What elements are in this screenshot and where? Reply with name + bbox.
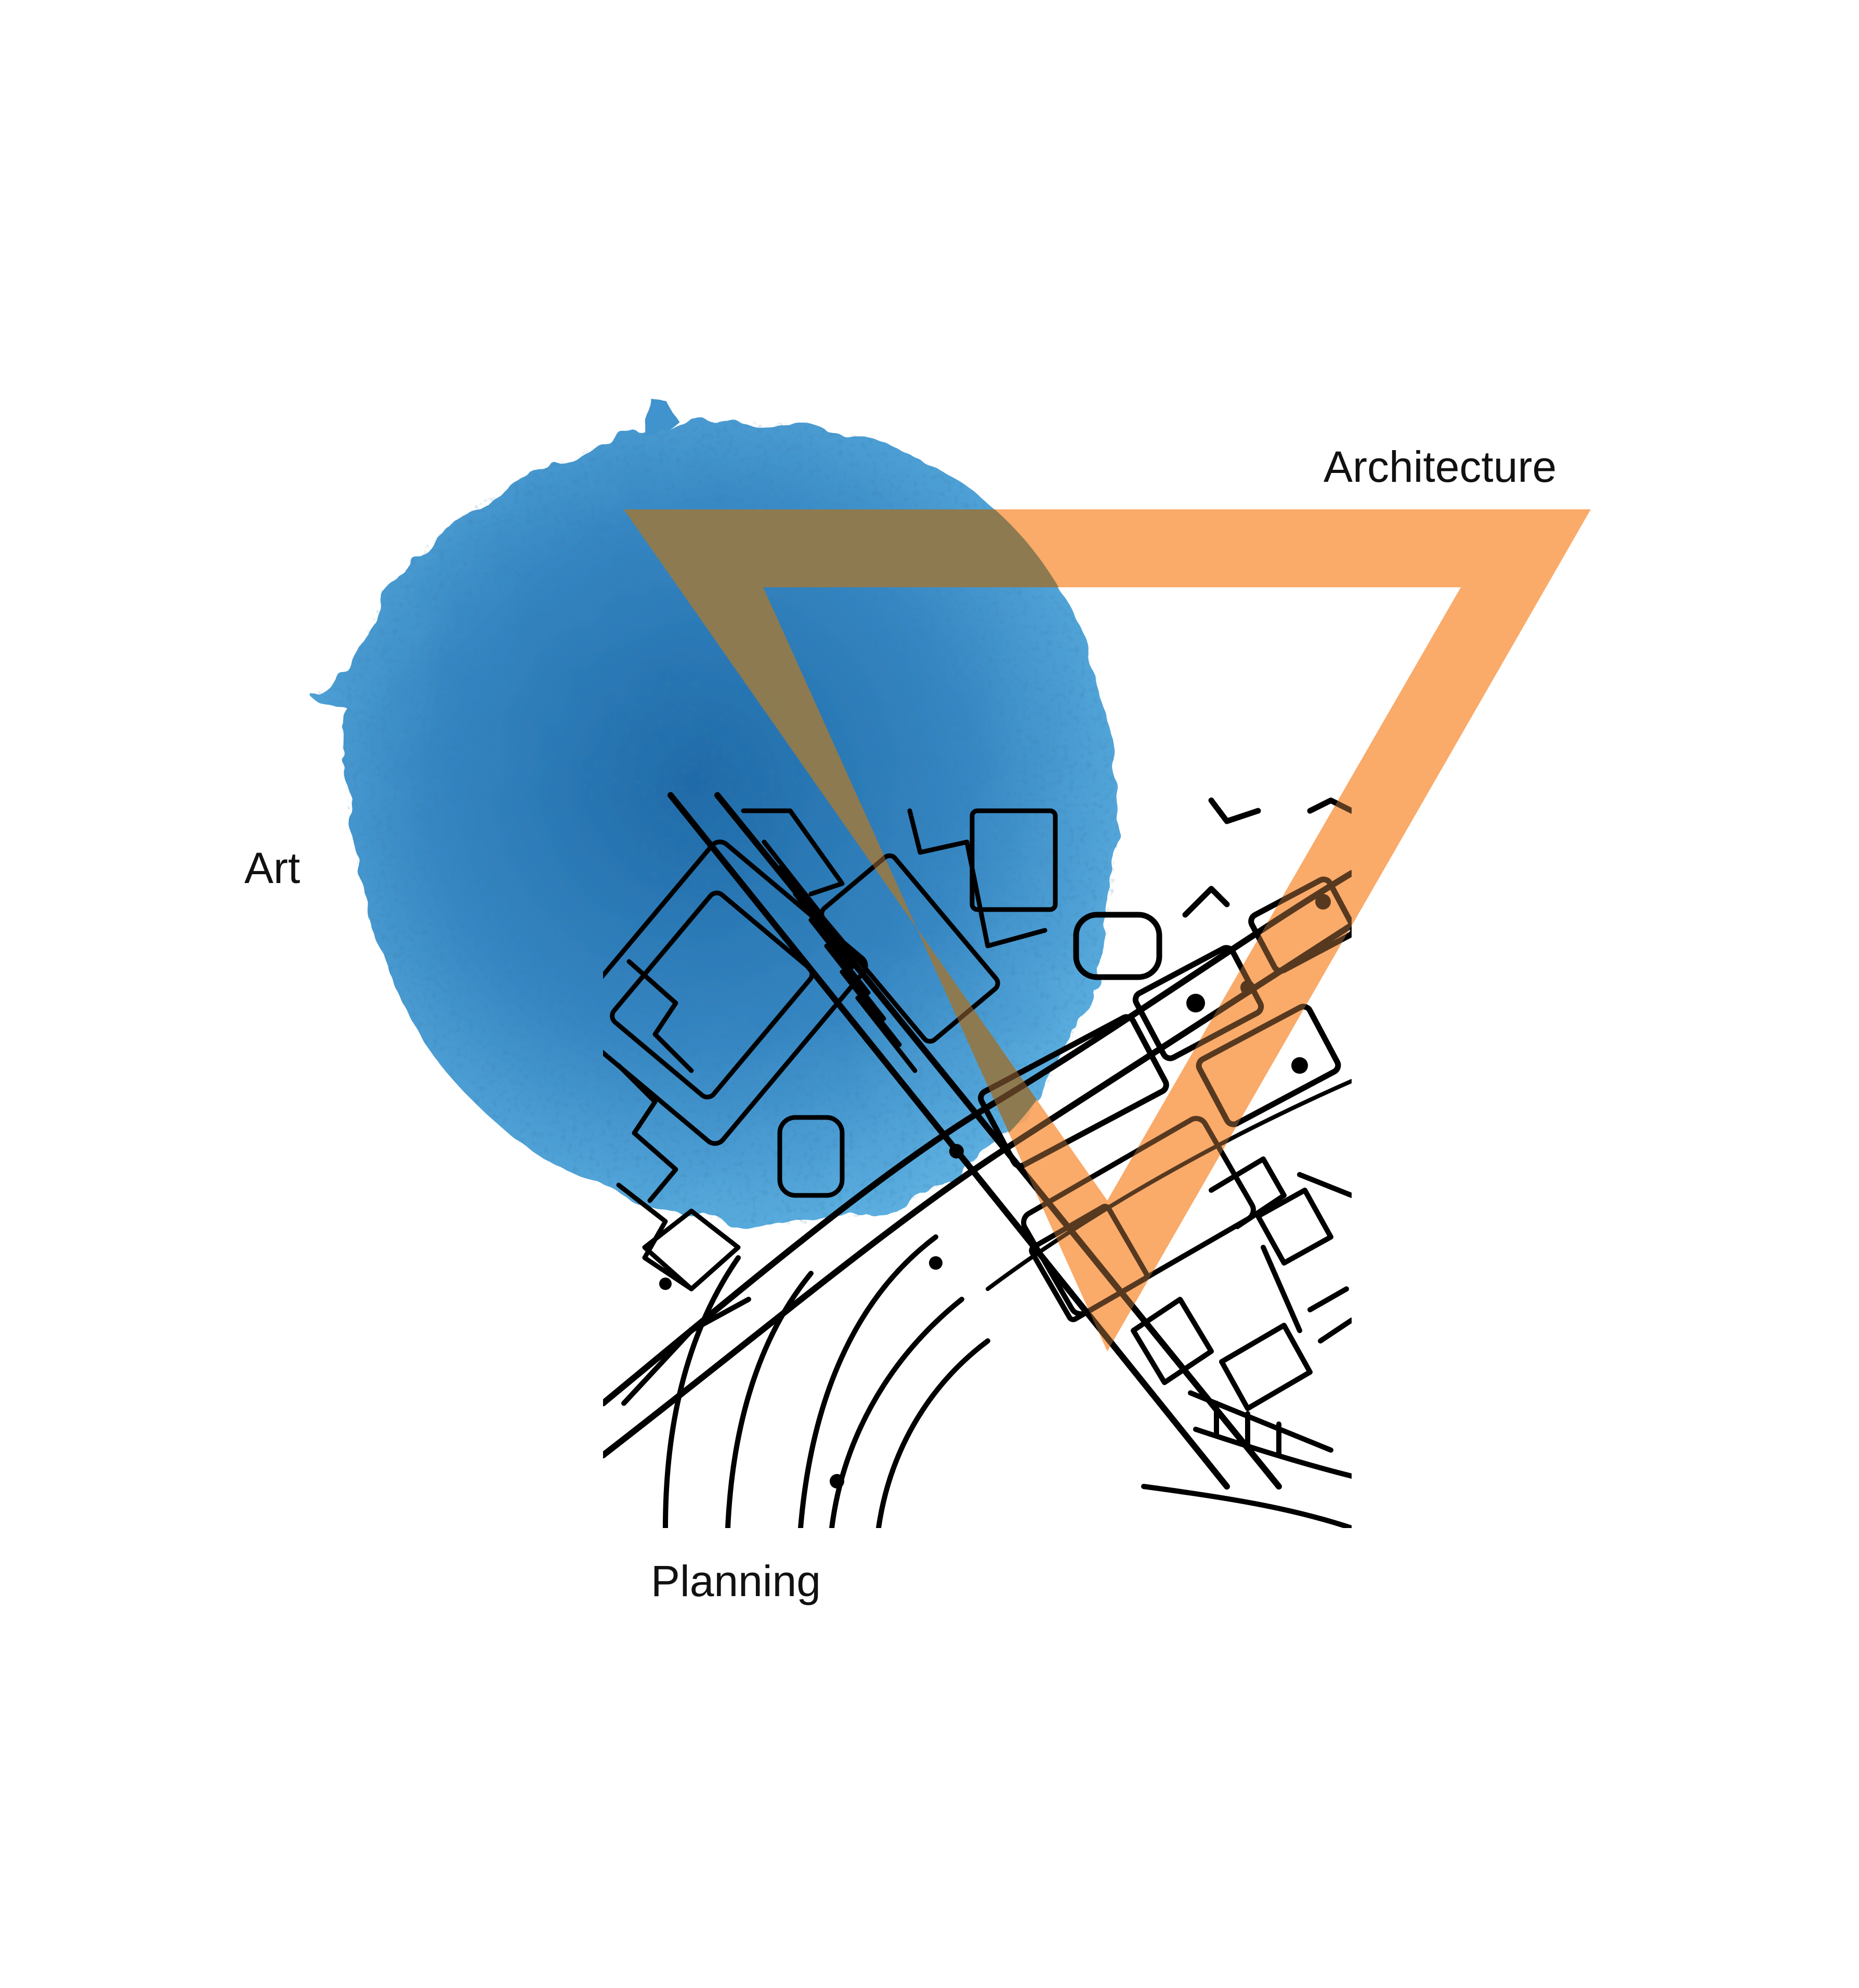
architecture-label: Architecture (1324, 442, 1557, 491)
planning-street-map (603, 792, 1352, 1528)
art-architecture-overlap (624, 509, 1118, 1225)
art-label: Art (244, 844, 300, 892)
planning-label: Planning (651, 1557, 821, 1605)
